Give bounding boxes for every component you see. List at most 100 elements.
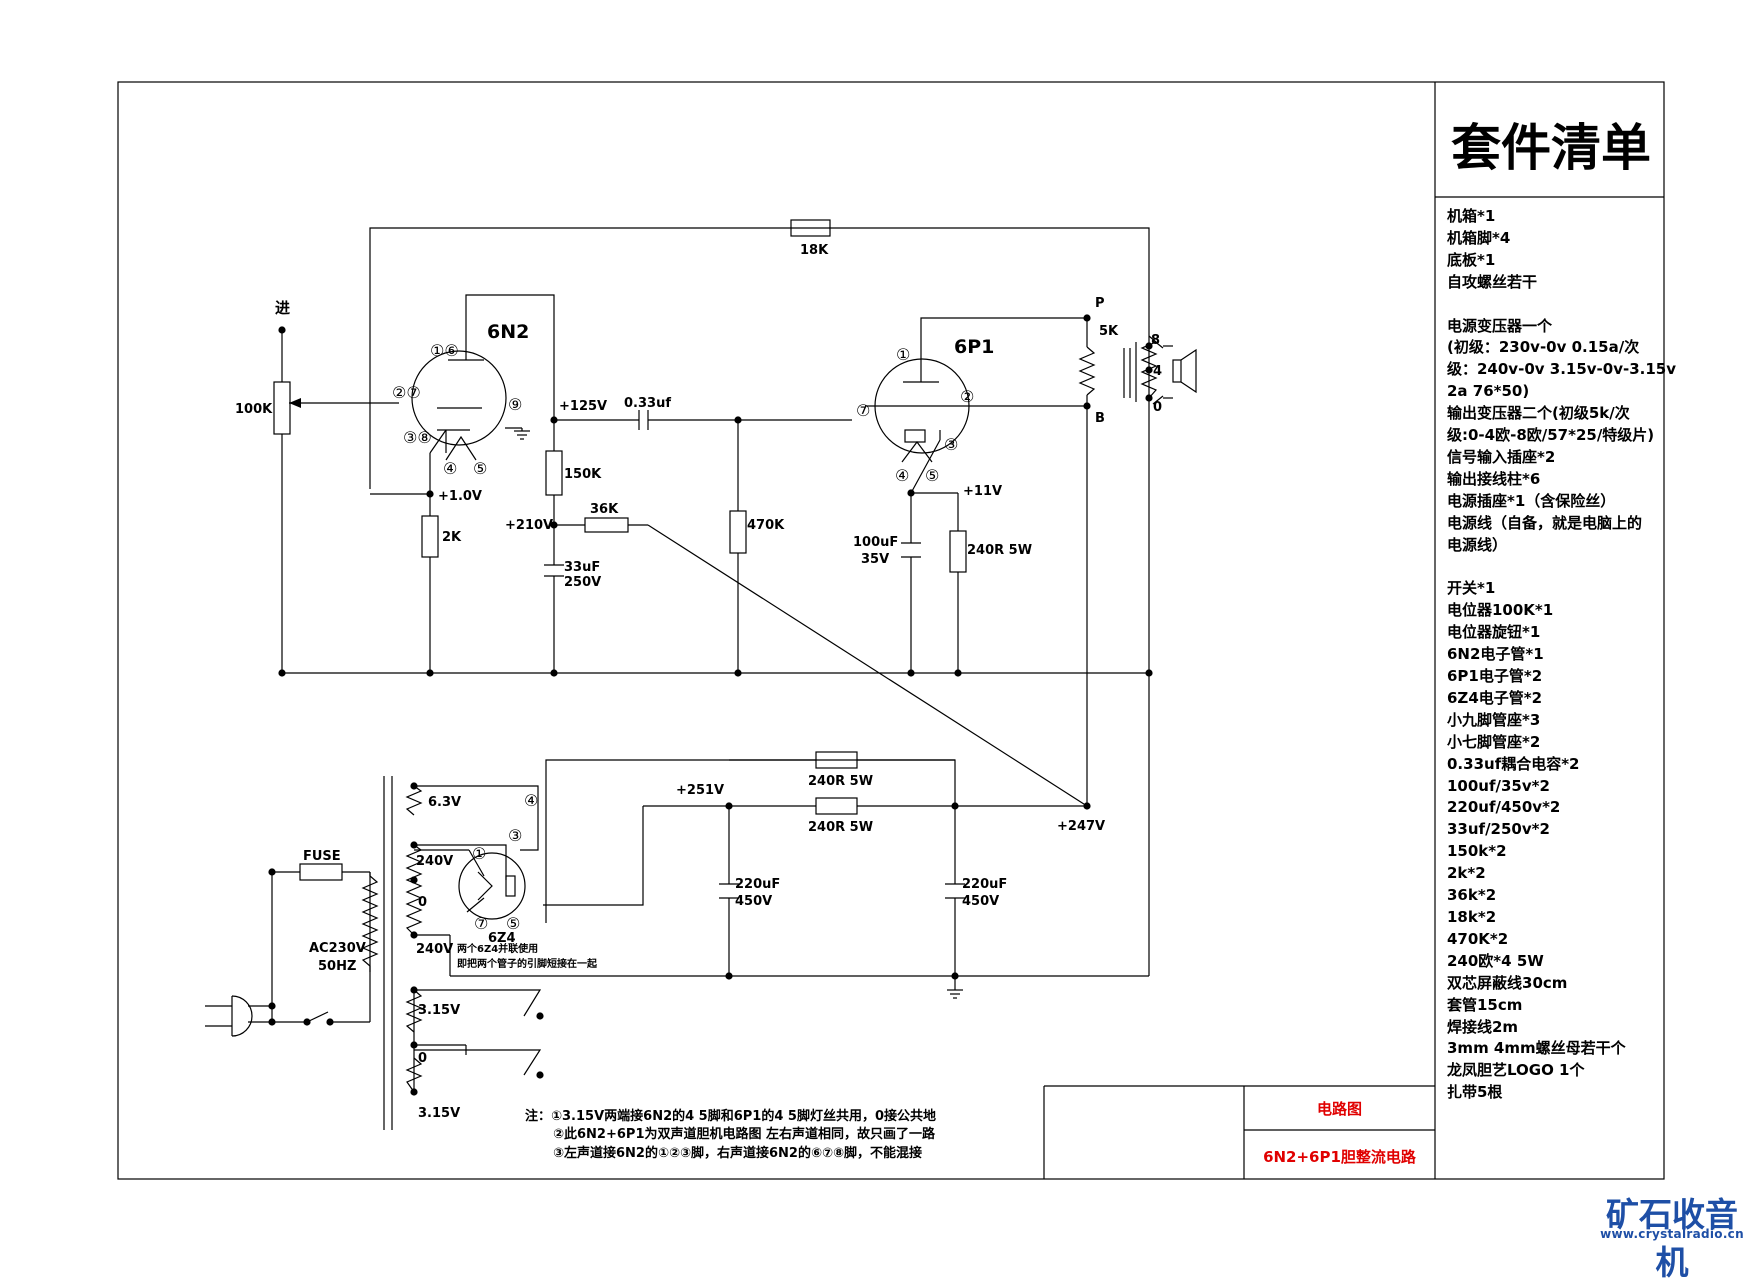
label-ac230v: AC230V — [309, 941, 366, 956]
label-ot-8: 8 — [1151, 333, 1160, 348]
note-6z4-short: 即把两个管子的引脚短接在一起 — [457, 957, 598, 970]
kit-list-item: 机箱*1 — [1447, 207, 1496, 225]
label-c100uf-voltage: 35V — [861, 552, 889, 567]
note-6z4-parallel: 两个6Z4并联使用 — [457, 942, 538, 955]
tube-6z4-envelope — [458, 852, 526, 920]
circuit-schematic: ①⑥ ②⑦ ③⑧ ⑨ ④ ⑤ ① ② ③ ⑦ ④ ⑤ ④ ③ ① ⑦ ⑤ 6N2… — [117, 81, 1665, 1180]
kit-list-item: 电位器旋钮*1 — [1447, 623, 1541, 642]
kit-list-item: 100uf/35v*2 — [1447, 776, 1550, 795]
kit-list-spacer — [1447, 294, 1669, 316]
pin-label-6p1-1: ① — [896, 345, 910, 364]
pin-label-6z4-7: ⑦ — [474, 914, 488, 933]
kit-list-item: 级：240v-0v 3.15v-0v-3.15v — [1447, 360, 1676, 379]
label-input: 进 — [275, 299, 290, 317]
kit-list-item: 18k*2 — [1447, 907, 1497, 926]
label-c33uf: 33uF — [564, 560, 600, 575]
label-pot: 100K — [235, 402, 273, 417]
label-r18k: 18K — [800, 243, 829, 258]
kit-list-item: 扎带5根 — [1447, 1083, 1503, 1102]
title-drawing-name: 6N2+6P1胆整流电路 — [1263, 1148, 1416, 1166]
label-c220uf-right: 220uF — [962, 877, 1007, 892]
kit-list-item: (初级：230v-0v 0.15a/次 — [1447, 338, 1640, 357]
kit-list-item: 小七脚管座*2 — [1447, 732, 1541, 751]
kit-list-item: 2k*2 — [1447, 864, 1486, 883]
kit-list-item: 6N2电子管*1 — [1447, 645, 1544, 664]
label-pt-240v-b: 240V — [416, 942, 453, 957]
label-fuse: FUSE — [303, 849, 341, 864]
label-c220uf-left-voltage: 450V — [735, 894, 772, 909]
title-block — [1043, 1085, 1435, 1179]
note-line-3: ③左声道接6N2的①②③脚，右声道接6N2的⑥⑦⑧脚，不能混接 — [553, 1145, 922, 1161]
kit-list-item: 6P1电子管*2 — [1447, 667, 1543, 685]
label-v125: +125V — [559, 399, 607, 414]
note-line-2: ②此6N2+6P1为双声道胆机电路图 左右声道相同，故只画了一路 — [553, 1126, 936, 1142]
label-r470k: 470K — [747, 518, 785, 533]
label-pt-240v-a: 240V — [416, 854, 453, 869]
kit-list-item: 输出接线柱*6 — [1447, 469, 1541, 488]
label-6p1: 6P1 — [954, 336, 994, 358]
kit-list-item: 级:0-4欧-8欧/57*25/特级片) — [1447, 426, 1655, 445]
pin-label-6p1-7: ⑦ — [856, 401, 870, 420]
pin-label-6n2-38: ③⑧ — [403, 428, 432, 447]
watermark-url: www.crystalradio.cn — [1600, 1227, 1744, 1241]
label-pt-63v: 6.3V — [428, 795, 461, 810]
label-c033: 0.33uf — [624, 396, 671, 411]
kit-list-item: 470K*2 — [1447, 929, 1509, 948]
pin-label-6n2-9: ⑨ — [508, 395, 522, 414]
label-v210: +210V — [505, 518, 553, 533]
pin-label-6p1-3: ③ — [944, 435, 958, 454]
kit-list-item: 240欧*4 5W — [1447, 951, 1544, 970]
kit-list-item: 电位器100K*1 — [1447, 601, 1554, 620]
kit-list-item: 6Z4电子管*2 — [1447, 688, 1543, 707]
label-v251: +251V — [676, 783, 724, 798]
kit-list-item: 输出变压器二个(初级5k/次 — [1447, 404, 1630, 423]
pin-label-6p1-2: ② — [960, 387, 974, 406]
label-pt-0-b: 0 — [418, 1051, 427, 1066]
label-c33uf-voltage: 250V — [564, 575, 601, 590]
label-ot-p: P — [1095, 296, 1105, 311]
label-pt-0-a: 0 — [418, 895, 427, 910]
kit-list-item: 电源线（自备，就是电脑上的 — [1447, 513, 1643, 532]
label-c100uf: 100uF — [853, 535, 898, 550]
label-50hz: 50HZ — [318, 959, 356, 974]
label-6z4: 6Z4 — [488, 931, 516, 946]
label-ot-4: 4 — [1153, 364, 1162, 379]
kit-list-item: 150k*2 — [1447, 842, 1507, 861]
kit-list-item: 电源变压器一个 — [1447, 316, 1553, 335]
pin-label-6n2-5: ⑤ — [473, 459, 487, 478]
pin-label-6z4-3: ③ — [508, 826, 522, 845]
kit-list-item: 36k*2 — [1447, 886, 1497, 905]
kit-list-item: 小九脚管座*3 — [1447, 710, 1541, 729]
watermark-logo: 矿石收音机 — [1606, 1195, 1738, 1282]
kit-list-item: 0.33uf耦合电容*2 — [1447, 754, 1580, 773]
kit-list-heading: 套件清单 — [1451, 119, 1651, 177]
label-c220uf-right-voltage: 450V — [962, 894, 999, 909]
kit-list-item: 电源插座*1（含保险丝） — [1447, 491, 1616, 510]
pin-label-6p1-5: ⑤ — [925, 466, 939, 485]
label-v11: +11V — [963, 484, 1002, 499]
kit-list-item: 双芯屏蔽线30cm — [1447, 973, 1568, 992]
kit-list-item: 龙凤胆艺LOGO 1个 — [1447, 1061, 1585, 1080]
label-r240r-top: 240R 5W — [808, 774, 873, 789]
kit-list-item: 底板*1 — [1447, 250, 1496, 269]
label-r240r-bottom: 240R 5W — [808, 820, 873, 835]
label-r150k: 150K — [564, 467, 602, 482]
pin-label-6n2-4: ④ — [443, 459, 457, 478]
kit-list-spacer — [1447, 556, 1669, 578]
label-pt-315v-a: 3.15V — [418, 1003, 460, 1018]
label-ot-5k: 5K — [1099, 324, 1119, 339]
pot-wiper-arrow — [289, 398, 301, 408]
label-ot-b: B — [1095, 411, 1105, 426]
kit-list-item: 套管15cm — [1447, 995, 1523, 1014]
label-r240r-cathode: 240R 5W — [967, 543, 1032, 558]
kit-list-item: 自攻螺丝若干 — [1447, 272, 1538, 291]
kit-list-item: 焊接线2m — [1447, 1017, 1519, 1036]
kit-list-item: 信号输入插座*2 — [1447, 447, 1556, 466]
kit-list-item: 2a 76*50) — [1447, 382, 1530, 401]
label-r2k: 2K — [442, 530, 462, 545]
note-line-1: 注：①3.15V两端接6N2的4 5脚和6P1的4 5脚灯丝共用，0接公共地 — [525, 1108, 936, 1124]
kit-list-item: 开关*1 — [1447, 579, 1496, 598]
label-6n2: 6N2 — [487, 321, 529, 343]
title-drawing-label: 电路图 — [1316, 1100, 1362, 1118]
kit-list-item: 电源线） — [1447, 535, 1508, 554]
